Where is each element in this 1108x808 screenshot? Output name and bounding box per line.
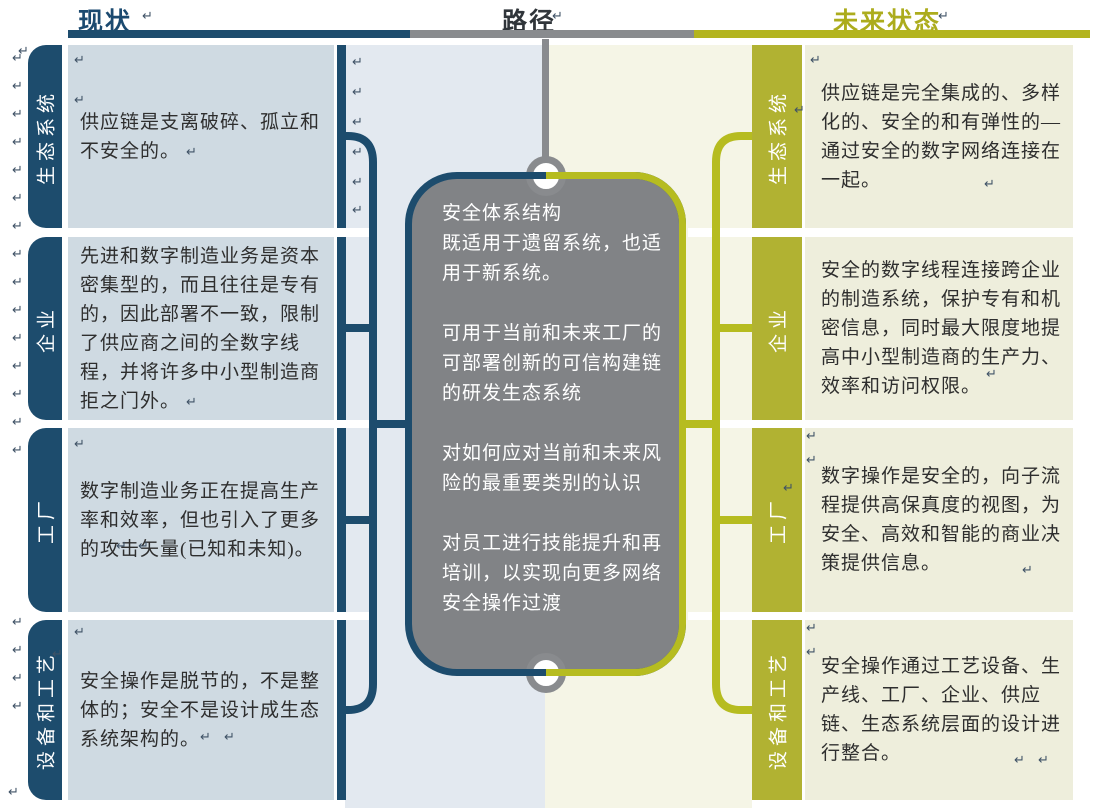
left-row-label-enterprise: 企业 xyxy=(28,237,62,420)
right-row-enterprise: 安全的数字线程连接跨企业的制造系统，保护专有和机密信息，同时最大限度地提高中小型… xyxy=(805,237,1073,420)
row-gap xyxy=(688,228,1073,237)
left-row-text: 供应链是支离破碎、孤立和不安全的。 xyxy=(80,111,321,162)
right-row-factory: 数字操作是安全的，向子流程提供高保真度的视图，为安全、高效和智能的商业决策提供信… xyxy=(805,428,1073,612)
left-row-equipment-process: 安全操作是脱节的，不是整体的；安全不是设计成生态系统架构的。 xyxy=(68,620,334,800)
right-row-label-factory: 工厂 xyxy=(752,428,802,612)
left-row-label-text: 工厂 xyxy=(36,495,58,545)
right-row-text: 安全的数字线程连接跨企业的制造系统，保护专有和机密信息，同时最大限度地提高中小型… xyxy=(821,260,1062,397)
left-row-edge-bar xyxy=(337,428,346,612)
left-row-label-ecosystem: 生态系统 xyxy=(28,45,62,228)
right-bracket-connector xyxy=(685,132,753,714)
security-architecture-text: 安全体系结构 既适用于遗留系统，也适用于新系统。 可用于当前和未来工厂的可部署创… xyxy=(412,179,679,669)
left-row-label-equipment-process: 设备和工艺 xyxy=(28,620,62,800)
bottom-node-olive-segment xyxy=(546,669,566,676)
center-box-paragraph: 对如何应对当前和未来风险的最重要类别的认识 xyxy=(442,443,663,494)
top-node-olive-segment xyxy=(546,172,566,179)
left-row-edge-bar xyxy=(337,237,346,420)
left-row-edge-bar xyxy=(337,620,346,800)
left-row-ecosystem: 供应链是支离破碎、孤立和不安全的。 xyxy=(68,45,334,228)
left-row-text: 数字制造业务正在提高生产率和效率，但也引入了更多的攻击矢量(已知和未知)。 xyxy=(80,480,321,560)
left-row-label-factory: 工厂 xyxy=(28,428,62,612)
right-row-text: 数字操作是安全的，向子流程提供高保真度的视图，为安全、高效和智能的商业决策提供信… xyxy=(821,466,1062,574)
right-row-label-ecosystem: 生态系统 xyxy=(752,45,802,228)
left-row-text: 安全操作是脱节的，不是整体的；安全不是设计成生态系统架构的。 xyxy=(80,670,321,750)
right-row-text: 安全操作通过工艺设备、生产线、工厂、企业、供应链、生态系统层面的设计进行整合。 xyxy=(821,656,1062,764)
center-box-paragraph: 可用于当前和未来工厂的可部署创新的可信构建链的研发生态系统 xyxy=(442,323,663,404)
header-bar-path xyxy=(410,30,694,38)
right-row-text: 供应链是完全集成的、多样化的、安全的和有弹性的—通过安全的数字网络连接在一起。 xyxy=(821,82,1062,191)
row-gap xyxy=(688,420,1073,428)
right-row-label-text: 工厂 xyxy=(768,495,790,545)
left-row-label-text: 企业 xyxy=(36,304,58,353)
center-box-title: 安全体系结构 xyxy=(442,203,563,224)
row-gap xyxy=(28,612,373,620)
left-row-label-text: 设备和工艺 xyxy=(36,649,58,771)
right-row-label-enterprise: 企业 xyxy=(752,237,802,420)
right-row-label-text: 企业 xyxy=(768,304,790,353)
header-bar-current xyxy=(68,30,410,38)
right-row-label-equipment-process: 设备和工艺 xyxy=(752,620,802,800)
left-row-text: 先进和数字制造业务是资本密集型的，而且往往是专有的，因此部署不一致，限制了供应商… xyxy=(80,245,321,412)
row-gap xyxy=(688,612,1073,620)
bottom-node-blue-segment xyxy=(526,669,546,676)
row-gap xyxy=(28,420,373,428)
right-row-ecosystem: 供应链是完全集成的、多样化的、安全的和有弹性的—通过安全的数字网络连接在一起。 xyxy=(805,45,1073,228)
left-row-factory: 数字制造业务正在提高生产率和效率，但也引入了更多的攻击矢量(已知和未知)。 xyxy=(68,428,334,612)
left-row-edge-bar xyxy=(337,45,346,228)
center-box-paragraph: 对员工进行技能提升和再培训，以实现向更多网络安全操作过渡 xyxy=(442,533,663,614)
right-row-label-text: 设备和工艺 xyxy=(768,649,790,771)
security-architecture-box xyxy=(405,172,686,676)
left-bracket-connector xyxy=(343,132,407,714)
right-row-equipment-process: 安全操作通过工艺设备、生产线、工厂、企业、供应链、生态系统层面的设计进行整合。 xyxy=(805,620,1073,800)
top-node-blue-segment xyxy=(526,172,546,179)
header-bar-future xyxy=(694,30,1090,38)
path-connector-line xyxy=(542,39,549,161)
left-row-label-text: 生态系统 xyxy=(36,88,58,185)
security-architecture-box-right-border xyxy=(545,172,686,676)
center-box-paragraph: 既适用于遗留系统，也适用于新系统。 xyxy=(442,233,663,284)
right-row-label-text: 生态系统 xyxy=(768,88,790,185)
left-row-enterprise: 先进和数字制造业务是资本密集型的，而且往往是专有的，因此部署不一致，限制了供应商… xyxy=(68,237,334,420)
row-gap xyxy=(28,228,373,237)
